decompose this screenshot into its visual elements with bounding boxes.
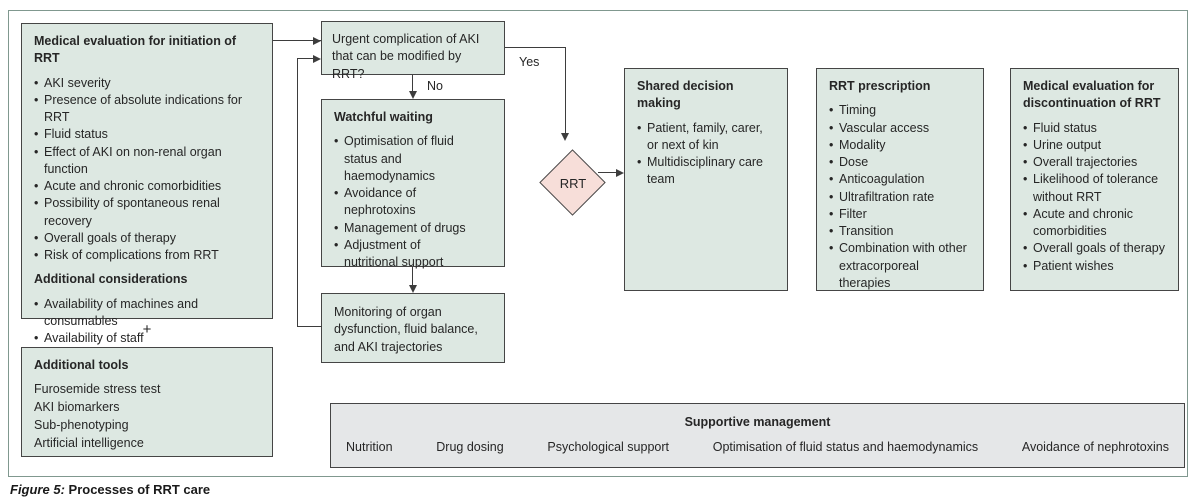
additional-tools-list-item: Sub-phenotyping <box>34 417 129 432</box>
connector-feedback-top-line <box>297 58 314 59</box>
no-label: No <box>427 79 443 93</box>
watchful-waiting-list-item: Management of drugs <box>334 220 478 238</box>
additional-considerations-subtitle: Additional considerations <box>34 272 188 287</box>
discontinuation-list-item: Urine output <box>1023 137 1166 155</box>
discontinuation-list-item: Fluid status <box>1023 120 1166 138</box>
rrt-prescription-list-item: Timing <box>829 102 971 120</box>
figure-caption-title: Processes of RRT care <box>68 482 211 497</box>
figure-caption-text: Processes of RRT care <box>69 482 211 497</box>
connector-feedback-vertical-line <box>297 58 298 327</box>
rrt-prescription-list-item: Dose <box>829 154 971 172</box>
connector-yes-arrowhead <box>561 133 569 141</box>
connector-watchful-to-monitoring-line <box>412 267 413 286</box>
box-title: Shared decision making <box>637 79 734 111</box>
yes-label: Yes <box>519 55 540 69</box>
connector-feedback-arrowhead <box>313 54 321 63</box>
shared-decision-list: Patient, family, carer, or next of kinMu… <box>637 120 775 189</box>
connector-no-line <box>412 75 413 92</box>
rrt-prescription-list-item: Transition <box>829 223 971 241</box>
box-title: Medical evaluation for initiation of RRT <box>34 34 237 66</box>
discontinuation-list-item: Overall trajectories <box>1023 154 1166 172</box>
additional-tools-list-item: Artificial intelligence <box>34 435 144 450</box>
rrt-prescription-list: TimingVascular accessModalityDoseAnticoa… <box>829 102 971 292</box>
box-title: Medical evaluation for discontinuation o… <box>1023 79 1161 111</box>
box-supportive-management: Supportive management Nutrition Drug dosi… <box>330 403 1185 468</box>
initiation-bullet-list-item: Fluid status <box>34 126 260 144</box>
initiation-bullet-list-item: Effect of AKI on non-renal organ functio… <box>34 144 260 179</box>
watchful-waiting-list: Optimisation of fluid status and haemody… <box>334 133 478 271</box>
supportive-management-items-item: Optimisation of fluid status and haemody… <box>712 440 979 454</box>
rrt-prescription-list-item: Anticoagulation <box>829 171 971 189</box>
figure-caption: Figure 5: Processes of RRT care <box>10 482 210 497</box>
rrt-prescription-list-item: Vascular access <box>829 120 971 138</box>
additional-considerations-list-item: Availability of staff <box>34 330 260 348</box>
connector-initiation-to-urgent-line <box>273 40 321 41</box>
figure-frame: Medical evaluation for initiation of RRT… <box>8 10 1188 477</box>
watchful-waiting-list-item: Avoidance of nephrotoxins <box>334 185 478 220</box>
additional-considerations-list-item: Availability of machines and consumables <box>34 296 260 331</box>
connector-no-arrowhead <box>408 91 417 99</box>
additional-considerations-list: Availability of machines and consumables… <box>34 296 260 348</box>
supportive-management-items: Nutrition Drug dosing Psychological suppor… <box>331 440 1184 454</box>
monitoring-text: Monitoring of organ dysfunction, fluid b… <box>334 305 478 354</box>
connector-yes-vertical-line <box>564 47 566 134</box>
connector-feedback-bottom-line <box>297 326 322 327</box>
initiation-bullet-list-item: AKI severity <box>34 75 260 93</box>
additional-tools-list-item: AKI biomarkers <box>34 400 120 414</box>
watchful-waiting-list-item: Optimisation of fluid status and haemody… <box>334 133 478 185</box>
watchful-waiting-list-item: Adjustment of nutritional support <box>334 237 478 272</box>
box-rrt-prescription: RRT prescription TimingVascular accessMo… <box>816 68 984 291</box>
rrt-prescription-list-item: Filter <box>829 206 971 224</box>
discontinuation-list-item: Patient wishes <box>1023 258 1166 276</box>
supportive-management-items-item: Psychological support <box>547 440 669 454</box>
box-title: RRT prescription <box>829 79 931 93</box>
box-title: Watchful waiting <box>334 110 433 124</box>
initiation-bullet-list-item: Presence of absolute indications for RRT <box>34 92 260 127</box>
box-medical-evaluation-discontinuation: Medical evaluation for discontinuation o… <box>1010 68 1179 291</box>
discontinuation-list: Fluid statusUrine outputOverall trajecto… <box>1023 120 1166 276</box>
initiation-bullet-list-item: Overall goals of therapy <box>34 230 260 248</box>
connector-watchful-to-monitoring-arrowhead <box>408 285 417 293</box>
initiation-bullet-list-item: Risk of complications from RRT <box>34 247 260 265</box>
shared-decision-list-item: Patient, family, carer, or next of kin <box>637 120 775 155</box>
box-medical-evaluation-initiation: Medical evaluation for initiation of RRT… <box>21 23 273 348</box>
discontinuation-list-item: Acute and chronic comorbidities <box>1023 206 1166 241</box>
plus-sign: + <box>142 321 152 338</box>
box-watchful-waiting: Watchful waiting Optimisation of fluid s… <box>321 99 505 269</box>
discontinuation-list-item: Overall goals of therapy <box>1023 240 1166 258</box>
connector-initiation-to-urgent-arrowhead <box>313 36 321 45</box>
figure-caption-label: Figure 5: <box>10 482 65 497</box>
additional-tools-list-item: Furosemide stress test <box>34 382 161 397</box>
box-shared-decision-making: Shared decision making Patient, family, … <box>624 68 788 291</box>
initiation-bullet-list-item: Acute and chronic comorbidities <box>34 178 260 196</box>
supportive-management-items-item: Nutrition <box>346 440 393 454</box>
box-monitoring: Monitoring of organ dysfunction, fluid b… <box>321 293 505 363</box>
connector-diamond-to-shared-line <box>598 172 617 173</box>
rrt-prescription-list-item: Modality <box>829 137 971 155</box>
discontinuation-list-item: Likelihood of tolerance without RRT <box>1023 171 1166 206</box>
supportive-management-items-item: Drug dosing <box>436 440 504 454</box>
box-urgent-complication: Urgent complication of AKI that can be m… <box>321 21 505 81</box>
initiation-bullet-list-item: Possibility of spontaneous renal recover… <box>34 195 260 230</box>
supportive-management-items-item: Avoidance of nephrotoxins <box>1021 440 1169 454</box>
initiation-bullet-list: AKI severityPresence of absolute indicat… <box>34 75 260 265</box>
connector-diamond-to-shared-arrowhead <box>616 168 624 177</box>
shared-decision-list-item: Multidisciplinary care team <box>637 154 775 189</box>
urgent-complication-text: Urgent complication of AKI that can be m… <box>332 32 480 81</box>
supportive-management-title: Supportive management <box>684 415 831 429</box>
connector-yes-horizontal-line <box>505 47 566 48</box>
rrt-decision-label: RRT <box>559 175 587 191</box>
box-title: Additional tools <box>34 358 129 372</box>
rrt-prescription-list-item: Combination with other extracorporeal th… <box>829 240 971 292</box>
rrt-prescription-list-item: Ultrafiltration rate <box>829 189 971 207</box>
